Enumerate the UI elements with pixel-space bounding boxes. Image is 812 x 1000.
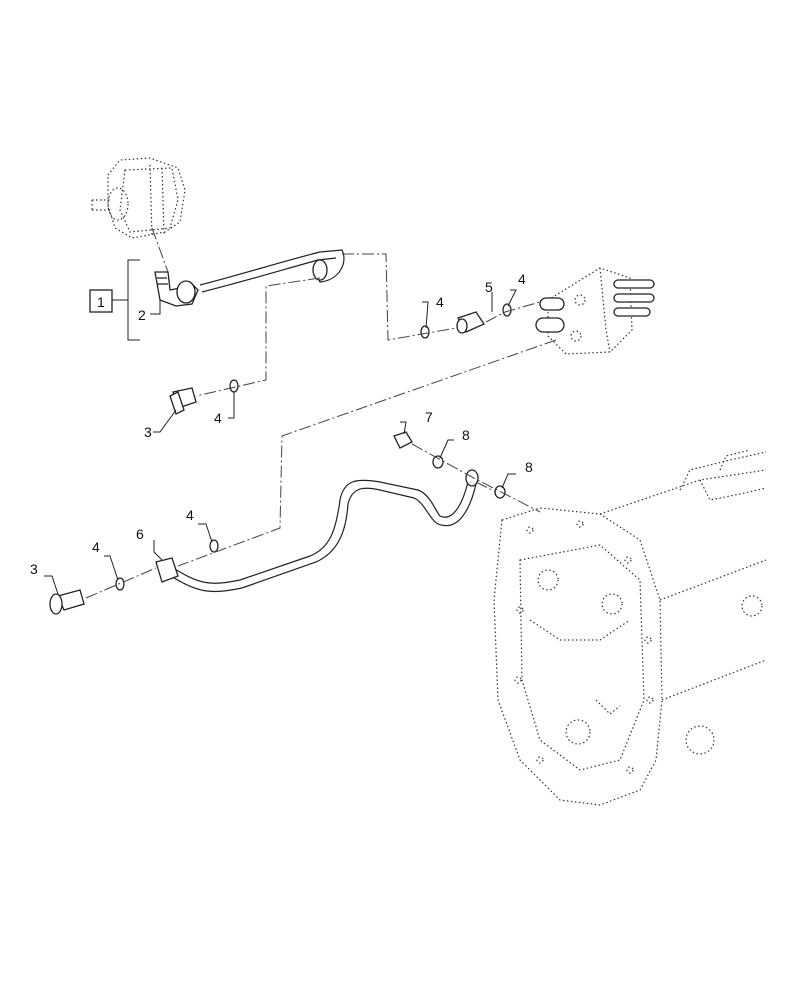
callout-bolt-lower: 3 xyxy=(30,561,38,577)
washer-upper-left xyxy=(420,325,430,339)
callout-bolt-upper: 3 xyxy=(144,424,152,440)
assembly-centerlines xyxy=(85,227,557,599)
pressure-tube xyxy=(167,469,479,593)
callout-fitting-screw: 7 xyxy=(425,409,433,425)
callout-washer-lower-right: 4 xyxy=(186,507,194,523)
callout-elbow: 2 xyxy=(138,307,146,323)
callout-washer-upper-right: 4 xyxy=(518,271,526,287)
callout-seal-lower: 8 xyxy=(525,459,533,475)
callout-leaders xyxy=(44,289,517,595)
callout-kit: 1 xyxy=(97,294,105,310)
callout-tube-fitting: 6 xyxy=(136,526,144,542)
kit-bracket xyxy=(89,259,140,341)
transmission-housing xyxy=(493,449,767,806)
suction-hose xyxy=(199,249,345,293)
banjo-bolt-lower xyxy=(49,589,85,615)
washer-upper-right xyxy=(502,303,512,317)
fitting-screw xyxy=(393,431,413,449)
elbow-fitting xyxy=(154,271,199,307)
callout-seal-upper: 8 xyxy=(462,427,470,443)
seal-upper xyxy=(432,455,444,469)
connector xyxy=(456,311,485,334)
washer-mid xyxy=(229,379,239,393)
callout-washer-mid: 4 xyxy=(214,410,222,426)
callout-washer-lower-left: 4 xyxy=(92,539,100,555)
control-valve xyxy=(535,267,655,355)
seal-lower xyxy=(494,485,506,499)
banjo-bolt-upper xyxy=(169,387,197,415)
washer-lower-right xyxy=(209,539,219,553)
tube-fitting xyxy=(155,557,179,583)
callout-washer-upper-left: 4 xyxy=(436,294,444,310)
callout-connector: 5 xyxy=(485,279,493,295)
washer-lower-left xyxy=(115,577,125,591)
hydraulic-pump xyxy=(91,157,186,239)
